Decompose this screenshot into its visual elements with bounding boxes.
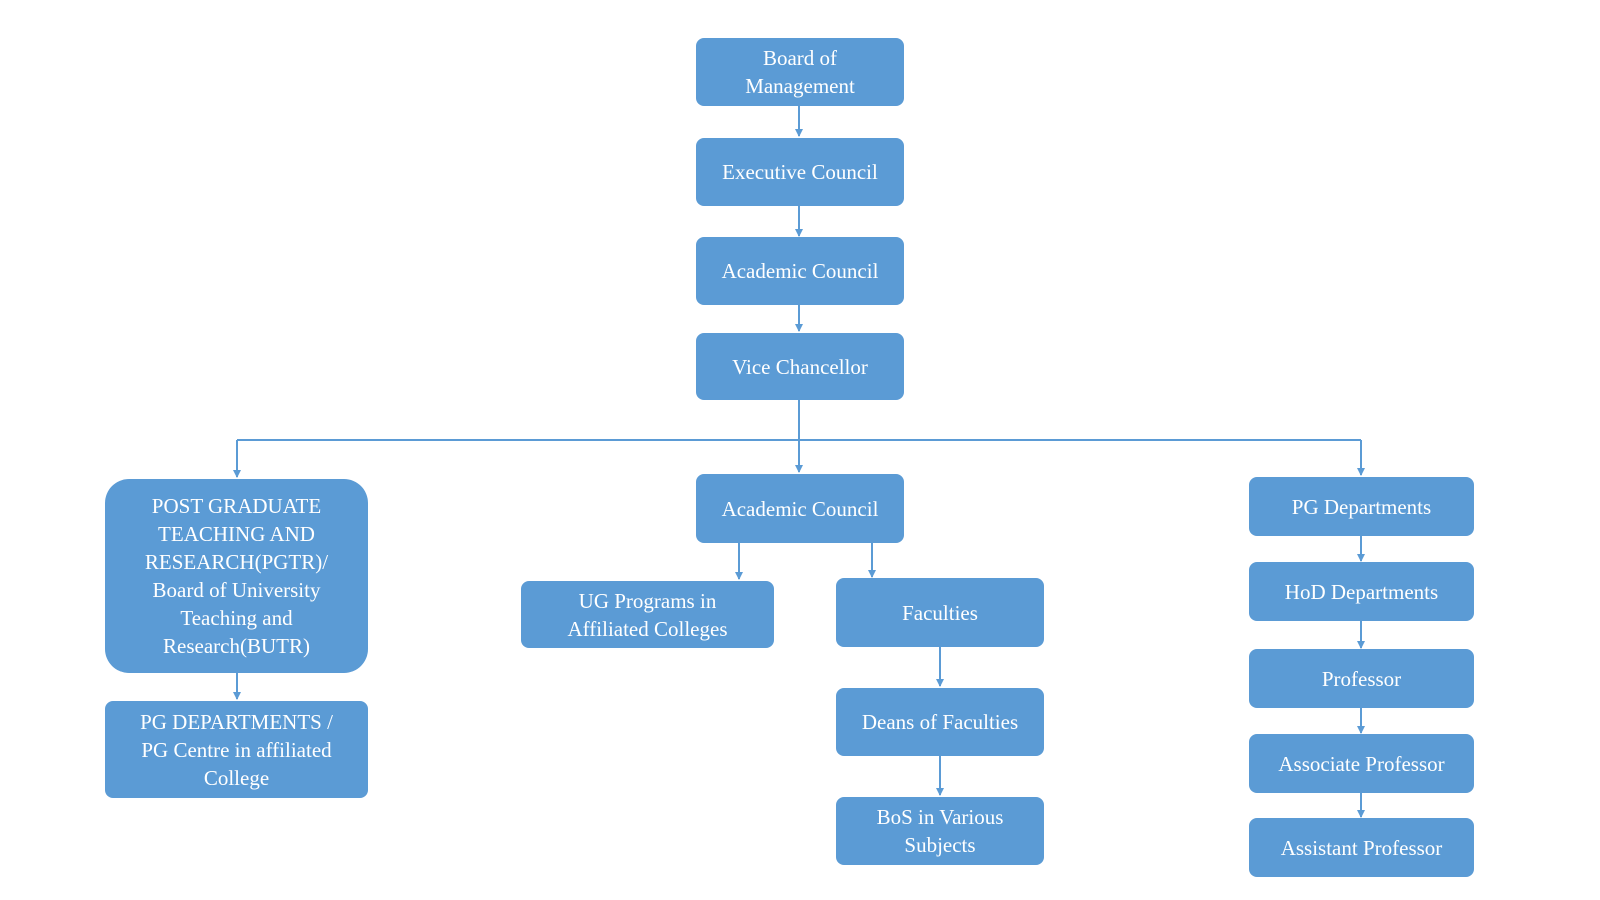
node-vice-chancellor: Vice Chancellor bbox=[696, 333, 904, 400]
node-professor: Professor bbox=[1249, 649, 1474, 708]
node-pg-departments: PG Departments bbox=[1249, 477, 1474, 536]
node-bos-various-subjects: BoS in Various Subjects bbox=[836, 797, 1044, 865]
node-associate-professor: Associate Professor bbox=[1249, 734, 1474, 793]
node-academic-council-mid: Academic Council bbox=[696, 474, 904, 543]
node-assistant-professor: Assistant Professor bbox=[1249, 818, 1474, 877]
node-pg-departments-centre: PG DEPARTMENTS / PG Centre in affiliated… bbox=[105, 701, 368, 798]
node-pgtr-butr: POST GRADUATE TEACHING AND RESEARCH(PGTR… bbox=[105, 479, 368, 673]
node-hod-departments: HoD Departments bbox=[1249, 562, 1474, 621]
node-board-of-management: Board of Management bbox=[696, 38, 904, 106]
node-ug-programs: UG Programs in Affiliated Colleges bbox=[521, 581, 774, 648]
node-faculties: Faculties bbox=[836, 578, 1044, 647]
node-deans-of-faculties: Deans of Faculties bbox=[836, 688, 1044, 756]
node-academic-council-top: Academic Council bbox=[696, 237, 904, 305]
node-executive-council: Executive Council bbox=[696, 138, 904, 206]
